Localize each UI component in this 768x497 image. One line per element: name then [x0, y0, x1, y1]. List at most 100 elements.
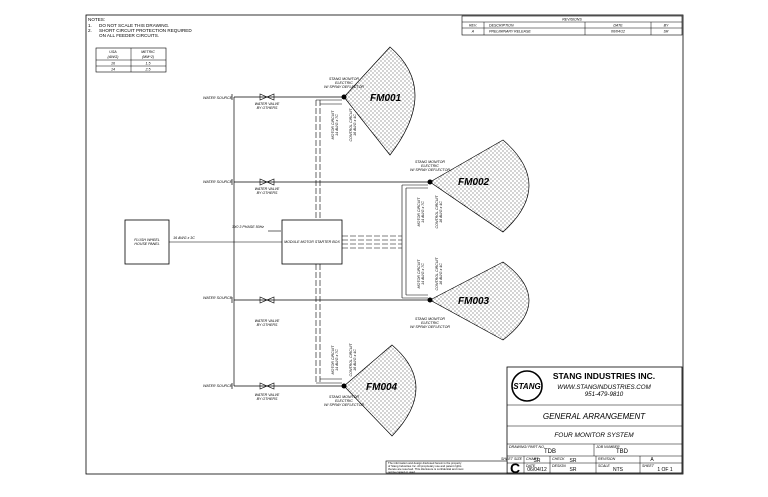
monitor-id: FM002: [458, 177, 490, 188]
wire-table-metric: METRIC: [141, 50, 155, 54]
disclaimer-line: thereto are reserved. This disclosure is…: [388, 467, 464, 471]
cable-label: MOTOR CIRCUIT: [417, 197, 421, 227]
water-source-label: WATER SOURCE: [203, 296, 233, 300]
monitor-label: ELECTRIC: [335, 81, 353, 85]
wire-table-usa: USA: [109, 50, 117, 54]
note-num-2: 2.: [88, 28, 92, 33]
water-valve-label: WATER VALVE: [255, 102, 280, 106]
rev-cell: 06/04/12: [611, 30, 625, 34]
field-label: SHEET SIZE: [501, 457, 523, 461]
logo-text: STANG: [513, 382, 540, 391]
field-label: CHART: [526, 457, 539, 461]
rev-header: BY: [664, 24, 669, 28]
water-source-label: WATER SOURCE: [203, 96, 233, 100]
valve-icon: [259, 178, 275, 186]
monitor-fm003: FM003 STANG MONITOR ELECTRIC W/ SPRAY DE…: [410, 261, 530, 341]
water-feed-row-1: WATER SOURCE WATER VALVE BY OTHERS: [203, 93, 344, 110]
logo-icon: [511, 370, 543, 402]
monitor-id: FM003: [458, 296, 490, 307]
title-block: STANG STANG INDUSTRIES INC. WWW.STANGIND…: [501, 366, 683, 476]
rev-header: DATE: [613, 24, 623, 28]
disclaimer-line: not be copied or used.: [388, 470, 416, 474]
wire-table-cell: 16: [111, 62, 115, 66]
cable-label: 14 AWG x 7C: [335, 114, 339, 136]
sheet-border: [85, 14, 684, 475]
monitor-label: ELECTRIC: [421, 321, 439, 325]
panel-label: FLUSH WHEEL: [134, 238, 160, 242]
field-label: JOB NUMBER: [595, 445, 620, 449]
rev-header: DESCRIPTION: [489, 24, 514, 28]
water-source-label: WATER SOURCE: [203, 180, 233, 184]
monitor-fm001: FM001 STANG MONITOR ELECTRIC W/ SPRAY DE…: [324, 46, 416, 156]
monitor-id: FM004: [366, 382, 398, 393]
water-valve-label: BY OTHERS: [257, 323, 278, 327]
monitor-icon: [341, 383, 347, 389]
water-feed-row-2: WATER SOURCE WATER VALVE BY OTHERS: [203, 178, 430, 195]
water-valve-label: WATER VALVE: [255, 187, 280, 191]
note-text-1: DO NOT SCALE THIS DRAWING.: [99, 23, 169, 28]
cable-label-group-1: MOTOR CIRCUIT 14 AWG x 7C CONTROL CIRCUI…: [331, 108, 357, 142]
revisions-title: REVISIONS: [562, 18, 582, 22]
drawing-subtitle: FOUR MONITOR SYSTEM: [554, 432, 634, 439]
field-value: NTS: [613, 467, 624, 473]
field-value: SR: [570, 458, 577, 464]
monitor-label: STANG MONITOR: [415, 160, 445, 164]
monitor-fm004: FM004 STANG MONITOR ELECTRIC W/ SPRAY DE…: [324, 344, 417, 437]
spray-cone: [343, 46, 416, 156]
field-value: 06/04/12: [527, 467, 547, 473]
field-label: REVISION: [598, 457, 616, 461]
wire-table-cell: 14: [111, 68, 115, 72]
wire-table-cell: 2.5: [145, 68, 151, 72]
motor-cable-runs: [268, 99, 428, 384]
company-name: STANG INDUSTRIES INC.: [553, 371, 655, 381]
water-valve-label: WATER VALVE: [255, 393, 280, 397]
field-label: SCALE: [598, 464, 610, 468]
field-label: DATE: [526, 464, 536, 468]
field-label: DRAWING/ PART NO.: [509, 445, 545, 449]
water-valve-label: BY OTHERS: [257, 397, 278, 401]
motor-starter-label: MODULE MOTOR STARTER BOX: [284, 240, 340, 244]
company-phone: 951-479-9810: [585, 391, 624, 398]
field-value: C: [510, 460, 520, 476]
company-website: WWW.STANGINDUSTRIES.COM: [557, 384, 651, 391]
monitor-label: STANG MONITOR: [329, 77, 359, 81]
disclaimer-line: of Stang Industries Inc. All proprietary…: [388, 464, 462, 468]
cable-label: MOTOR CIRCUIT: [331, 110, 335, 140]
monitor-icon: [341, 94, 347, 100]
water-valve-label: BY OTHERS: [257, 191, 278, 195]
wire-size-table: USA (AWG) METRIC (MM^2) 16 1.5 14 2.5: [95, 47, 167, 73]
cable-label: CONTROL CIRCUIT: [435, 257, 439, 291]
spray-cone: [343, 344, 417, 437]
water-valve-label: BY OTHERS: [257, 106, 278, 110]
monitor-icon: [427, 297, 433, 303]
cable-label: 16 AWG x 4C: [439, 263, 443, 285]
cable-label: CONTROL CIRCUIT: [349, 343, 353, 377]
field-label: CHECK: [552, 457, 565, 461]
note-text-3: ON ALL FEEDER CIRCUITS.: [99, 33, 159, 38]
monitor-label: W/ SPRAY DEFLECTOR: [324, 403, 364, 407]
monitor-icon: [427, 179, 433, 185]
rev-cell: SR: [664, 30, 669, 34]
field-label: SHEET: [642, 464, 655, 468]
drawing-title: GENERAL ARRANGEMENT: [543, 412, 646, 421]
cable-label: 14 AWG x 7C: [421, 201, 425, 223]
spray-cone: [429, 261, 530, 341]
field-value: SR: [570, 467, 577, 473]
disclaimer-box: The information and design disclosed her…: [385, 460, 508, 474]
monitor-label: W/ SPRAY DEFLECTOR: [410, 325, 450, 329]
cable-label-group-4: MOTOR CIRCUIT 14 AWG x 7C CONTROL CIRCUI…: [331, 343, 357, 377]
water-feed-row-3: WATER SOURCE WATER VALVE BY OTHERS: [203, 296, 430, 327]
wire-table-mm2: (MM^2): [142, 55, 154, 59]
notes-heading: NOTES:: [88, 17, 105, 22]
wire-table-cell: 1.5: [146, 62, 151, 66]
panel-label: HOUSE PANEL: [134, 242, 159, 246]
note-num-1: 1.: [88, 23, 92, 28]
field-label: DESIGN: [552, 464, 566, 468]
monitor-label: ELECTRIC: [335, 399, 353, 403]
monitor-fm002: FM002 STANG MONITOR ELECTRIC W/ SPRAY DE…: [410, 139, 530, 233]
cable-label: 14 AWG x 7C: [335, 349, 339, 371]
field-value: 1 OF 1: [657, 467, 673, 473]
cable-label: MOTOR CIRCUIT: [331, 345, 335, 375]
monitor-label: ELECTRIC: [421, 164, 439, 168]
